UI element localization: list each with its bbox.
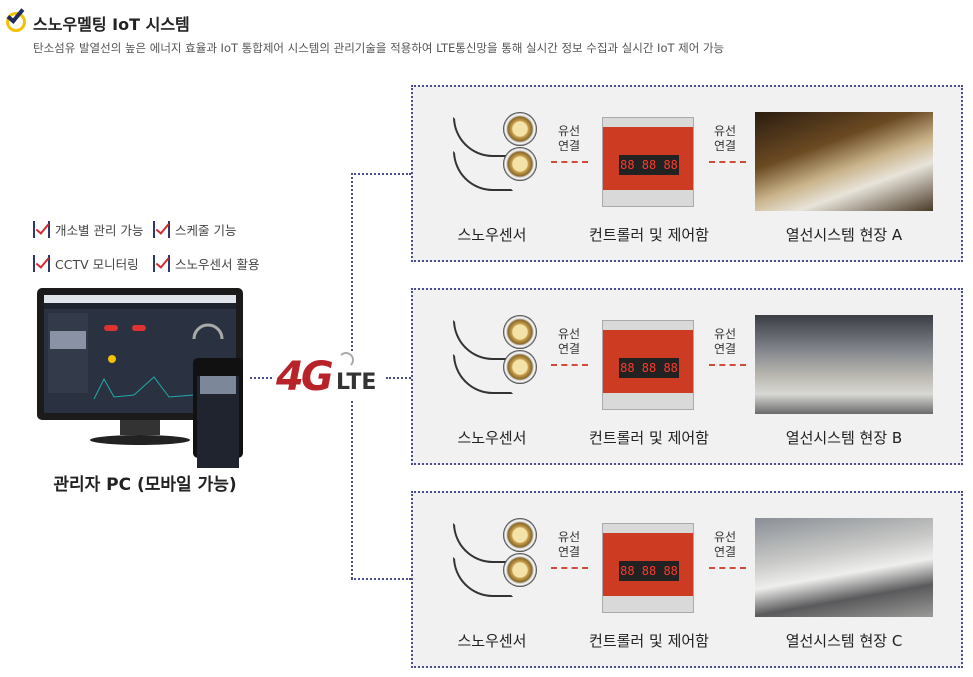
- wired-connection-line: [551, 567, 588, 569]
- lte-4g-text: 4G: [276, 354, 334, 400]
- site-label: 열선시스템 현장 C: [785, 632, 903, 650]
- controller-display: 88 88 88: [619, 155, 679, 175]
- page-subtitle: 탄소섬유 발열선의 높은 에너지 효율과 IoT 통합제어 시스템의 관리기술을…: [33, 41, 725, 55]
- connection-text: 연결: [558, 342, 581, 356]
- feature-label: 스노우센서 활용: [175, 257, 260, 272]
- wired-connection-line: [551, 364, 588, 366]
- snow-sensor-image: [503, 518, 537, 552]
- sensor-label: 스노우센서: [457, 429, 527, 447]
- sensor-label: 스노우센서: [457, 632, 527, 650]
- connection-text: 유선: [558, 530, 581, 544]
- feature-label: CCTV 모니터링: [55, 257, 139, 272]
- wired-connection-line: [709, 364, 746, 366]
- controller-image: 88 88 88: [602, 523, 694, 613]
- site-label: 열선시스템 현장 B: [785, 429, 903, 447]
- connection-text: 연결: [558, 139, 581, 153]
- wired-connection-line: [551, 161, 588, 163]
- snow-sensor-image: [503, 350, 537, 384]
- lte-text: LTE: [336, 370, 377, 395]
- connection-text: 유선: [558, 124, 581, 138]
- checkbox-icon: [153, 255, 170, 272]
- connection-text: 유선: [714, 530, 737, 544]
- monitor-base: [90, 435, 190, 445]
- connection-text: 연결: [714, 545, 737, 559]
- controller-image: 88 88 88: [602, 117, 694, 207]
- connection-text: 연결: [714, 139, 737, 153]
- wired-connection-line: [709, 161, 746, 163]
- connection-text: 유선: [558, 327, 581, 341]
- checkbox-icon: [33, 221, 50, 238]
- controller-label: 컨트롤러 및 제어함: [589, 632, 709, 650]
- lte-logo: 4G LTE: [274, 352, 384, 400]
- signal-icon: [338, 352, 354, 368]
- snow-sensor-image: [503, 553, 537, 587]
- connector-line: [351, 578, 411, 580]
- connection-text: 연결: [714, 342, 737, 356]
- checkbox-icon: [33, 255, 50, 272]
- monitor-stand: [120, 420, 160, 435]
- checkbox-icon: [153, 221, 170, 238]
- connection-text: 연결: [558, 545, 581, 559]
- snow-sensor-image: [503, 112, 537, 146]
- connection-text: 유선: [714, 124, 737, 138]
- site-photo: [755, 112, 933, 211]
- pc-caption: 관리자 PC (모바일 가능): [53, 475, 237, 495]
- controller-label: 컨트롤러 및 제어함: [589, 226, 709, 244]
- connector-line: [386, 377, 411, 379]
- check-circle-icon: [6, 12, 26, 32]
- site-photo: [755, 518, 933, 617]
- controller-image: 88 88 88: [602, 320, 694, 410]
- controller-display: 88 88 88: [619, 561, 679, 581]
- connector-line: [250, 377, 272, 379]
- feature-item: 개소별 관리 가능: [33, 220, 143, 239]
- feature-item: 스노우센서 활용: [153, 254, 259, 273]
- page-title: 스노우멜팅 IoT 시스템: [33, 15, 190, 34]
- connection-text: 유선: [714, 327, 737, 341]
- feature-item: CCTV 모니터링: [33, 254, 139, 273]
- snow-sensor-image: [503, 147, 537, 181]
- phone-image: [193, 358, 243, 468]
- site-photo: [755, 315, 933, 414]
- controller-label: 컨트롤러 및 제어함: [589, 429, 709, 447]
- feature-label: 개소별 관리 가능: [55, 223, 144, 238]
- connector-line: [351, 173, 411, 175]
- feature-item: 스케줄 기능: [153, 220, 236, 239]
- wired-connection-line: [709, 567, 746, 569]
- feature-label: 스케줄 기능: [175, 223, 237, 238]
- sensor-label: 스노우센서: [457, 226, 527, 244]
- snow-sensor-image: [503, 315, 537, 349]
- site-label: 열선시스템 현장 A: [785, 226, 903, 244]
- controller-display: 88 88 88: [619, 358, 679, 378]
